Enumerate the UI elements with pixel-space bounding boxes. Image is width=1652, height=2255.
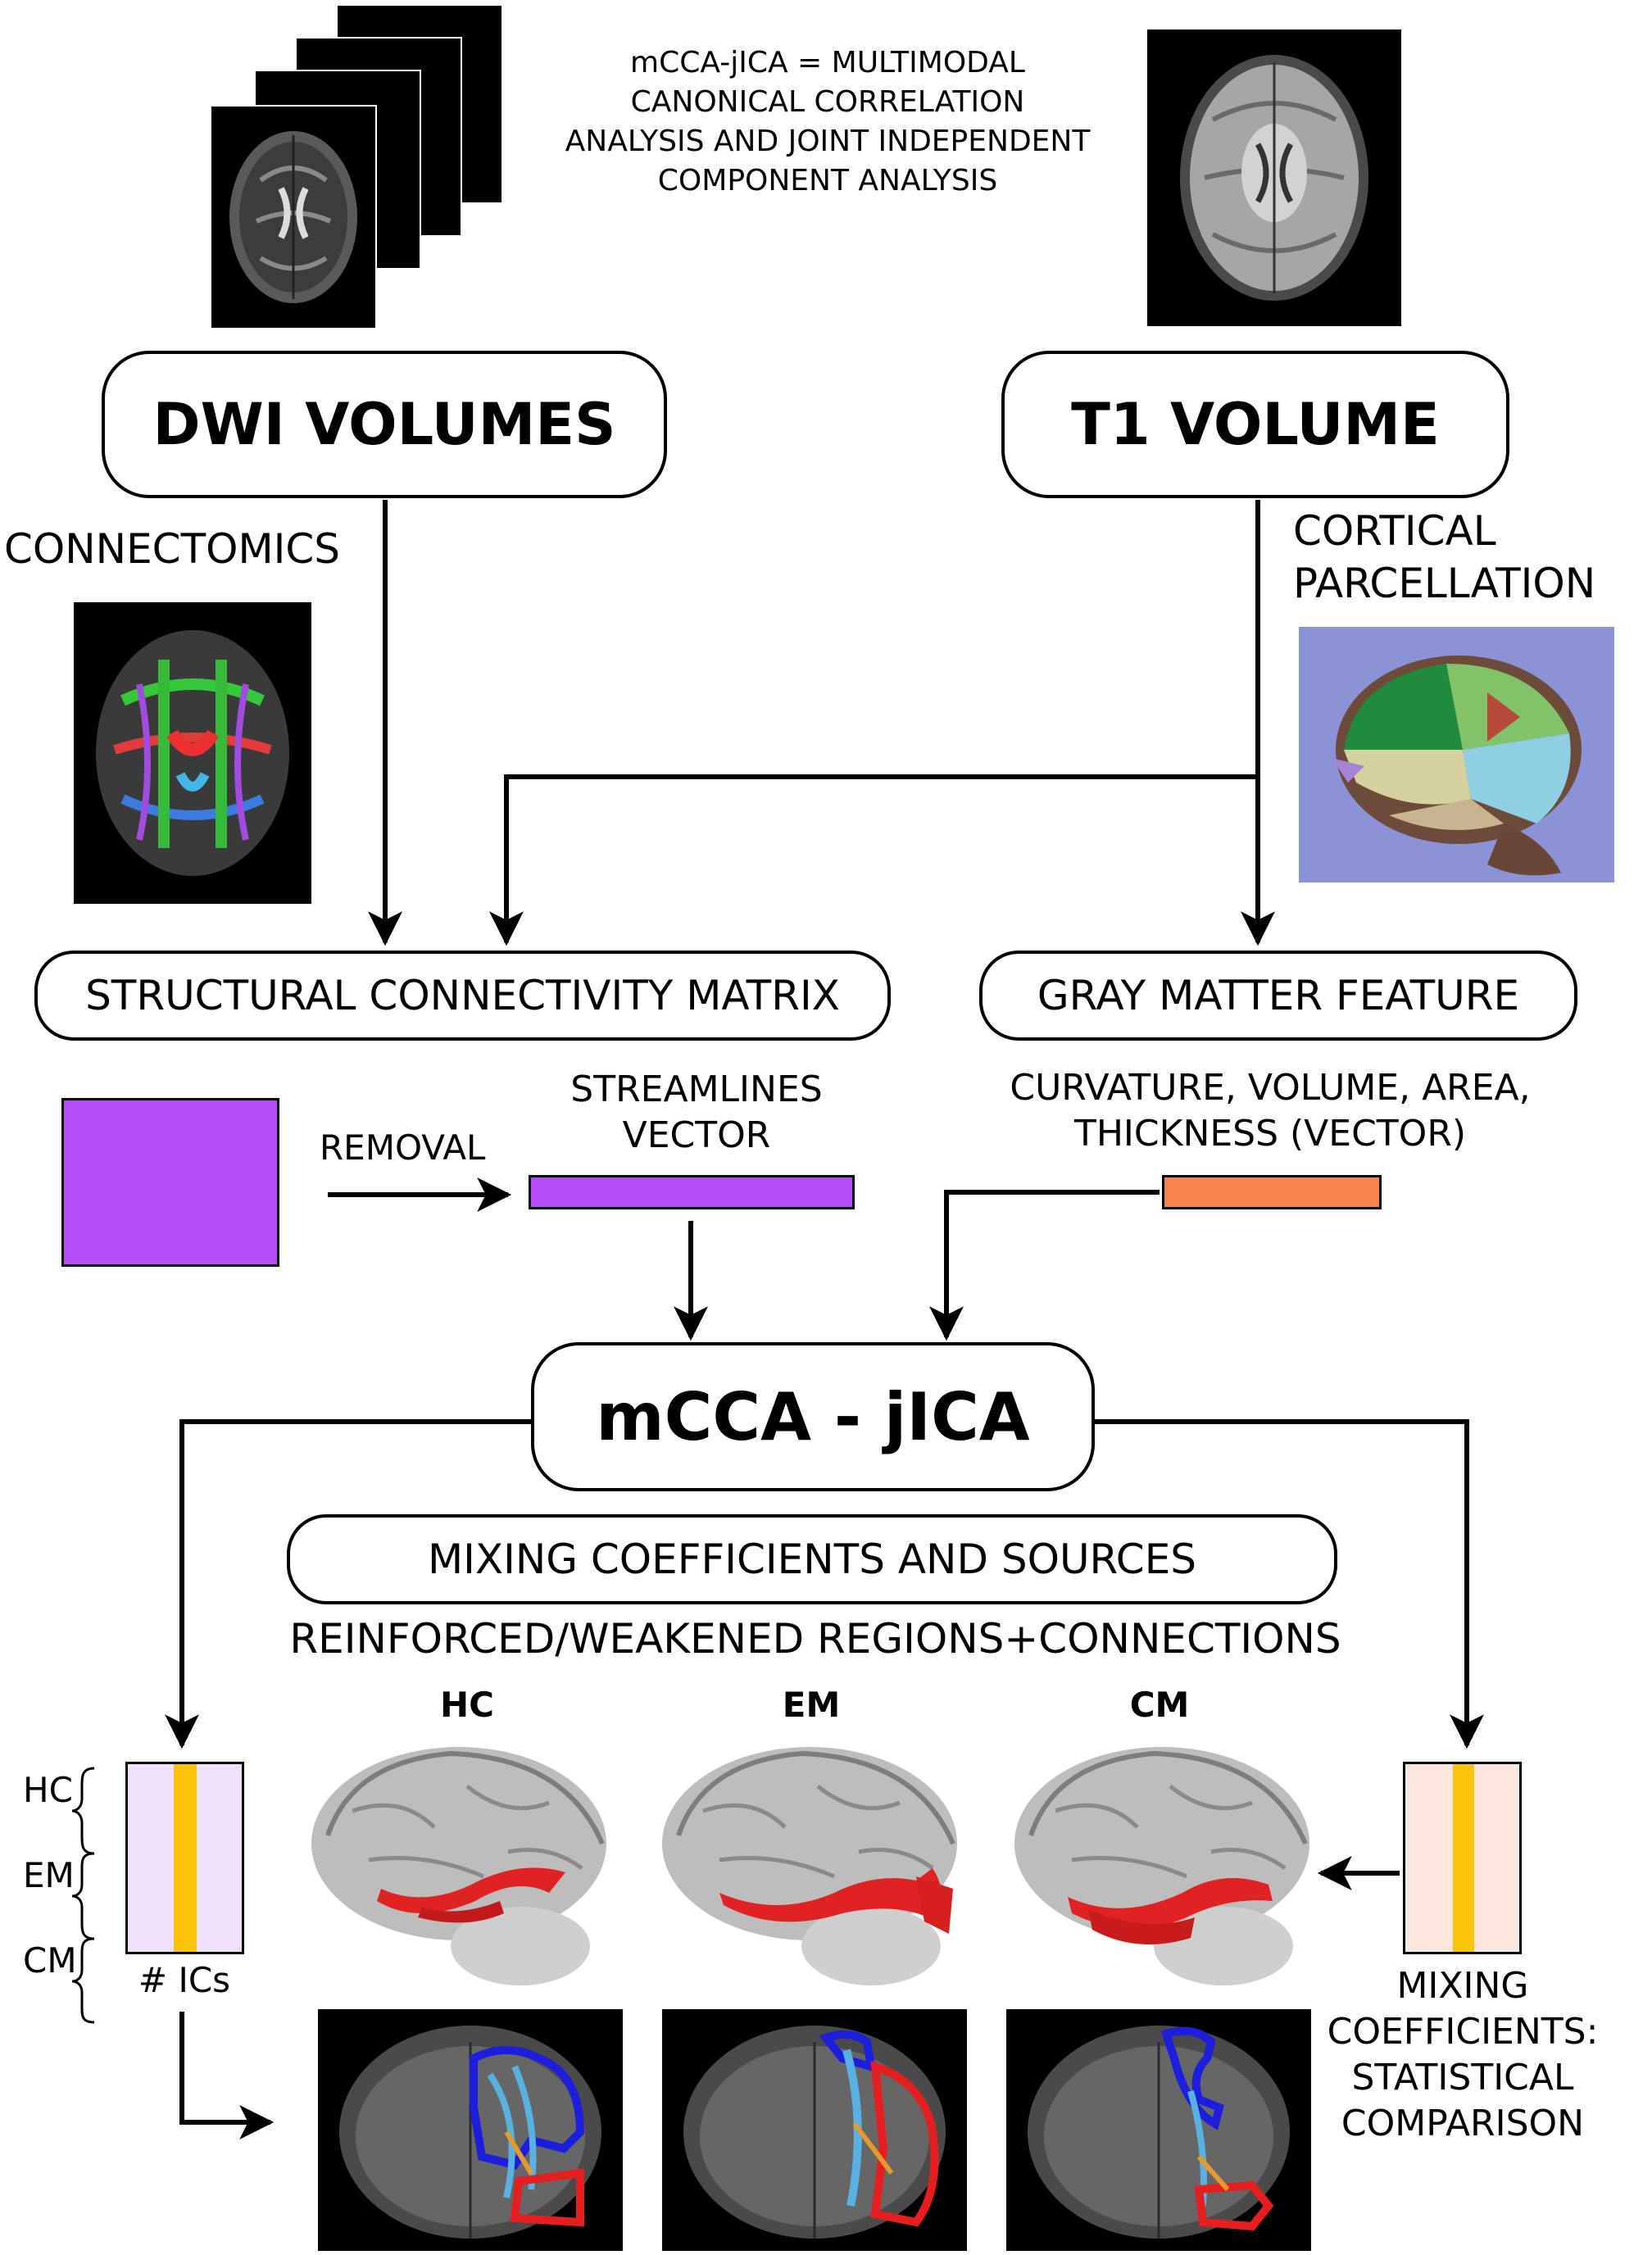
gm-vector-label-line-1: CURVATURE, VOLUME, AREA, [1010,1067,1531,1109]
tract-image-cm [1006,2009,1311,2251]
definition-line-2: CANONICAL CORRELATION [630,85,1025,119]
dwi-slice-1 [210,105,377,329]
brain-hc [311,1747,606,1985]
gm-vector-label-line-2: THICKNESS (VECTOR) [1073,1113,1467,1155]
arrow-t1-to-matrix [489,774,1258,946]
ics-label: # ICs [138,1960,231,2000]
connectomics-label: CONNECTOMICS [4,525,341,573]
group-header-hc: HC [440,1685,494,1725]
brace-hc [71,1767,95,1855]
streamlines-label-line-1: STREAMLINES [570,1069,823,1110]
group-label-cm: CM [23,1940,77,1980]
structural-connectivity-label: STRUCTURAL CONNECTIVITY MATRIX [85,972,840,1019]
group-label-hc: HC [23,1770,73,1810]
connectomics-tractography-image [74,602,311,904]
cortical-label-line-1: CORTICAL [1293,507,1496,555]
arrow-ics-to-tracts [179,2012,275,2139]
mixing-matrix-right [1403,1762,1522,1954]
arrow-mcca-to-mixing [1092,1419,1484,1749]
removal-label: REMOVAL [320,1128,486,1168]
definition-line-1: mCCA-jICA = MULTIMODAL [630,46,1025,79]
mixing-coeff-line-1: MIXING [1396,1965,1529,2007]
connectivity-matrix-square [61,1098,279,1267]
mixing-sources-label: MIXING COEFFICIENTS AND SOURCES [427,1536,1197,1583]
reinforced-weakened-label: REINFORCED/WEAKENED REGIONS+CONNECTIONS [289,1615,1341,1663]
arrow-gm-to-mcca [929,1190,1160,1341]
tract-image-em [662,2009,967,2251]
arrow-mcca-to-ics [165,1419,534,1749]
definition-line-3: ANALYSIS AND JOINT INDEPENDENT [565,125,1091,158]
brain-cm [1014,1747,1309,1985]
definition-line-4: COMPONENT ANALYSIS [657,164,998,197]
mcca-jica-box: mCCA - jICA [531,1342,1095,1491]
structural-connectivity-matrix-box: STRUCTURAL CONNECTIVITY MATRIX [34,951,891,1041]
gray-matter-label: GRAY MATTER FEATURE [1037,972,1520,1019]
brace-em [71,1852,95,1940]
streamlines-label-line-2: VECTOR [622,1114,771,1156]
gm-vector-bar [1162,1175,1382,1209]
group-header-em: EM [782,1685,841,1725]
mixing-coefficients-sources-box: MIXING COEFFICIENTS AND SOURCES [287,1514,1337,1604]
ic-matrix-left-stripe [174,1764,197,1952]
t1-volume-label: T1 VOLUME [1071,391,1440,458]
tract-image-hc [318,2009,623,2251]
ic-matrix-left [125,1762,244,1954]
streamlines-vector-bar [529,1175,855,1209]
dwi-volumes-box: DWI VOLUMES [102,351,667,498]
mixing-coeff-line-2: COEFFICIENTS: [1327,2011,1599,2053]
mixing-matrix-right-stripe [1453,1764,1474,1952]
dwi-brain-image [229,131,357,303]
cortical-parcellation-image [1299,627,1614,882]
t1-brain-image [1147,29,1401,326]
gray-matter-feature-box: GRAY MATTER FEATURE [979,951,1577,1041]
t1-volume-box: T1 VOLUME [1001,351,1509,498]
mixing-coeff-line-3: STATISTICAL [1351,2057,1574,2098]
brace-cm [71,1937,95,2024]
mixing-coeff-line-4: COMPARISON [1341,2103,1585,2144]
dwi-volumes-label: DWI VOLUMES [152,391,616,458]
group-header-cm: CM [1129,1685,1190,1725]
brain-em [662,1747,957,1985]
cortical-label-line-2: PARCELLATION [1293,560,1596,607]
group-label-em: EM [23,1855,75,1895]
mcca-jica-label: mCCA - jICA [596,1378,1030,1455]
